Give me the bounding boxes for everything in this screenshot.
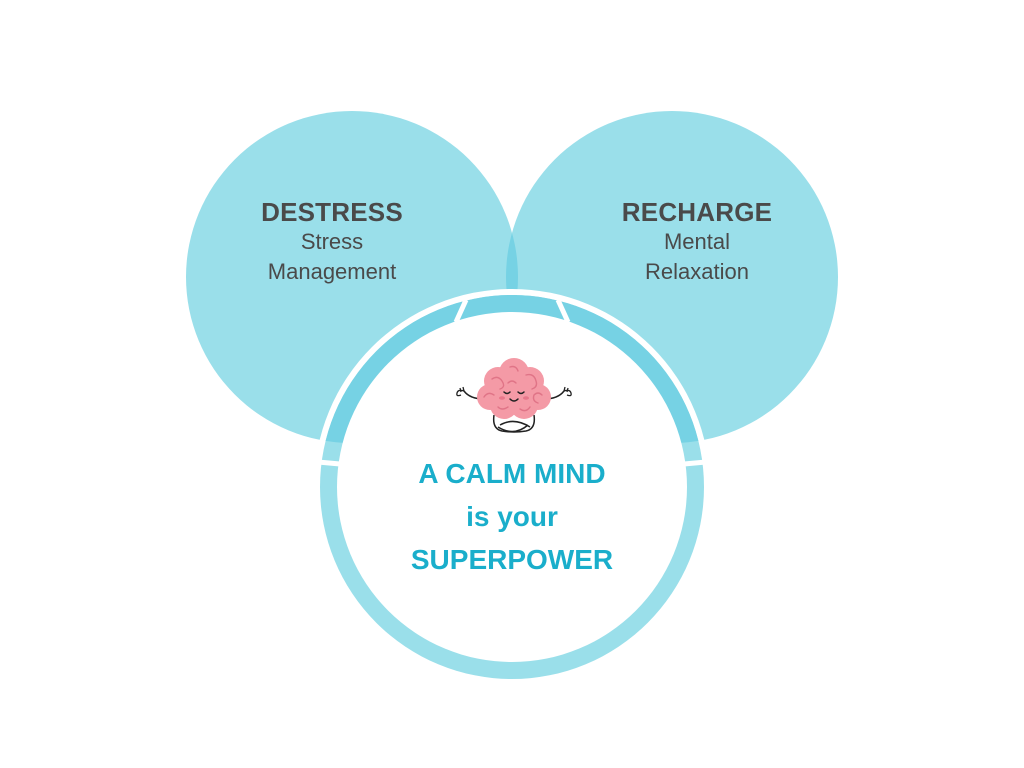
center-line-3: SUPERPOWER <box>410 544 614 575</box>
recharge-label: RECHARGE Mental Relaxation <box>597 197 797 287</box>
destress-subtitle-line1: Stress <box>300 229 364 254</box>
destress-heading: DESTRESS <box>261 197 403 227</box>
center-line-1: A CALM MIND <box>418 458 606 489</box>
ring-divider-right <box>555 298 571 324</box>
recharge-subtitle-line1: Mental <box>663 229 731 254</box>
center-disc <box>337 312 687 662</box>
destress-label: DESTRESS Stress Management <box>232 197 432 287</box>
center-message: A CALM MIND is your SUPERPOWER <box>362 452 662 581</box>
ring-divider-lower-right <box>683 459 707 467</box>
ring-divider-lower-left <box>317 459 341 467</box>
center-line-2: is your <box>466 501 558 532</box>
destress-subtitle-line2: Management <box>267 259 397 284</box>
recharge-heading: RECHARGE <box>621 197 773 227</box>
ring-divider-left <box>453 298 469 324</box>
recharge-subtitle-line2: Relaxation <box>645 259 749 284</box>
meditating-brain-icon <box>456 358 572 433</box>
